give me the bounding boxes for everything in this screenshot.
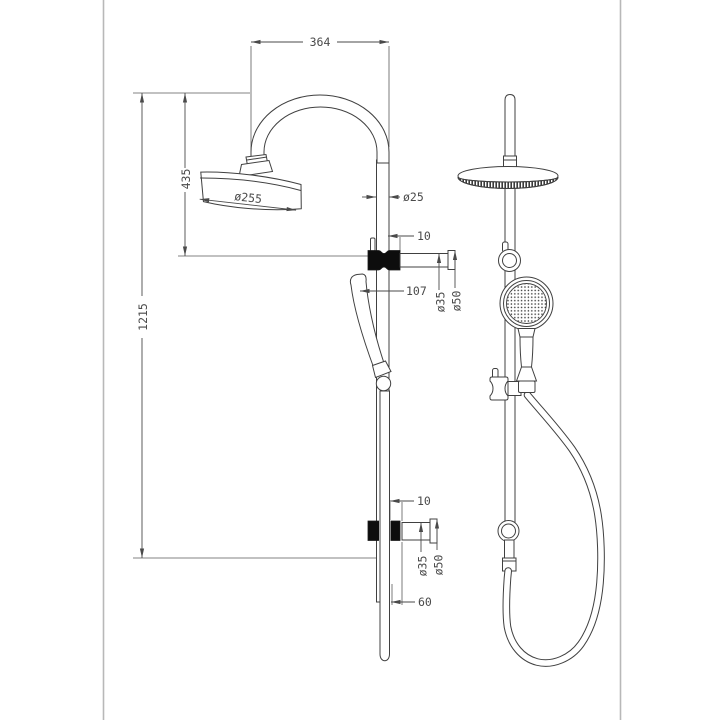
outlet-flange [429, 518, 438, 544]
dim-head-drop: 435 [179, 169, 193, 190]
dim-bottom-outlet-reach: 60 [418, 595, 432, 609]
dim-head-diameter-label: ø255 [234, 189, 263, 206]
hose-nut-front [518, 380, 536, 393]
outlet-pipe [399, 253, 449, 268]
hand-shower-cone [515, 366, 538, 382]
gooseneck-arm [250, 94, 390, 164]
dim-bottom-outlet-pipe: ø35 [416, 556, 430, 577]
dim-top-outlet-reach: 107 [406, 284, 427, 298]
dimensions: 364 435 1215 ø25 10 107 ø35 ø50 [136, 35, 464, 609]
dim-total-height: 1215 [136, 303, 150, 331]
rain-head-side: ø255 [199, 171, 302, 212]
side-view: ø255 364 [133, 35, 464, 662]
hand-shower-front [499, 276, 554, 393]
connector-pin [370, 237, 376, 252]
dim-head-diameter-line [199, 198, 297, 212]
slide-ring-lower [497, 520, 520, 542]
connector-bowtie [367, 250, 401, 271]
head-rim-ribs [457, 176, 559, 189]
hose-nut-side [375, 375, 392, 392]
dim-pipe-diameter: ø25 [403, 190, 424, 204]
hand-shower-handle [519, 336, 534, 368]
rail-pass-through [379, 520, 391, 542]
hand-shower-side [349, 273, 392, 379]
dim-top-outlet-flange: ø50 [450, 291, 464, 312]
rain-head-front [457, 166, 559, 189]
hand-shower-face [506, 283, 547, 324]
head-ball-joint [238, 153, 274, 178]
dim-bottom-outlet-offset: 10 [417, 494, 431, 508]
shower-hose [502, 391, 605, 667]
dim-top-outlet-pipe: ø35 [434, 292, 448, 313]
outlet-flange [447, 250, 456, 270]
dim-top-outlet-offset: 10 [417, 229, 431, 243]
wall-inlet [502, 539, 517, 572]
slide-ring-upper [498, 241, 521, 272]
bottom-outlet-connector [367, 518, 438, 544]
bracket-knob [489, 376, 509, 401]
head-collar [503, 155, 517, 168]
outlet-pipe [401, 522, 431, 541]
top-outlet-connector [367, 237, 456, 271]
dim-bottom-outlet-flange: ø50 [432, 555, 446, 576]
dim-arm-reach: 364 [310, 35, 331, 49]
hand-shower-collar [517, 328, 536, 338]
front-view [457, 93, 605, 667]
